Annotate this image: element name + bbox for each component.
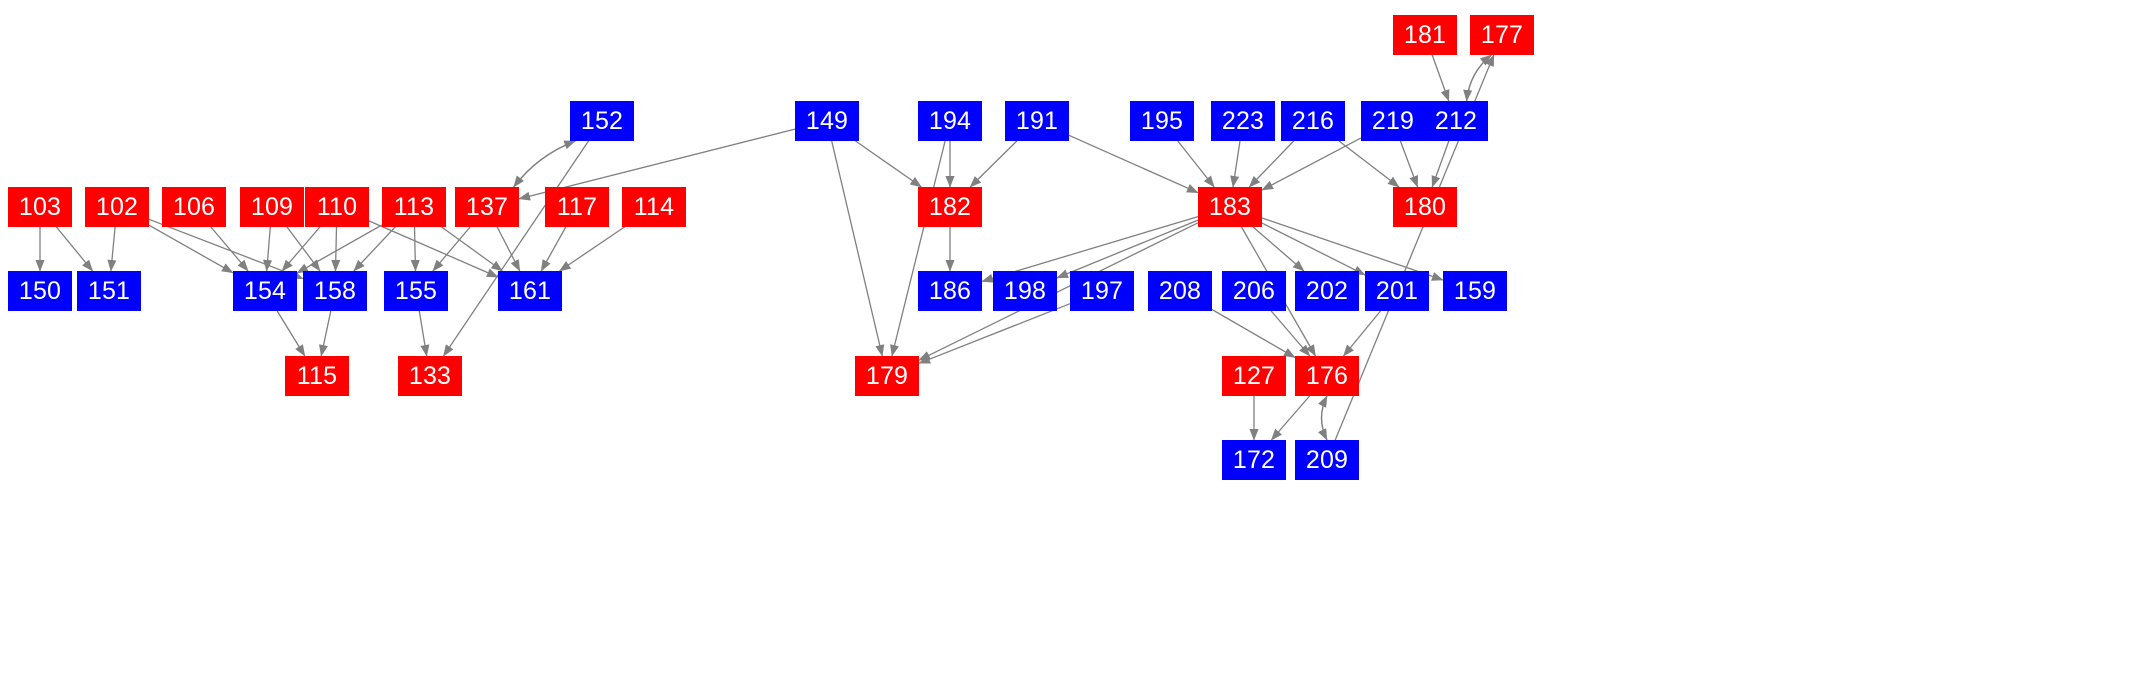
- graph-node-label: 154: [243, 276, 287, 305]
- graph-node-label: 102: [95, 192, 139, 221]
- graph-node-186[interactable]: 186: [918, 271, 982, 311]
- graph-node-label: 177: [1480, 20, 1524, 49]
- graph-node-176[interactable]: 176: [1295, 356, 1359, 396]
- graph-node-110[interactable]: 110: [305, 187, 369, 227]
- graph-node-219[interactable]: 219: [1361, 101, 1425, 141]
- graph-node-label: 150: [18, 276, 62, 305]
- graph-node-label: 110: [316, 192, 358, 221]
- graph-node-label: 179: [865, 361, 909, 390]
- graph-node-133[interactable]: 133: [398, 356, 462, 396]
- graph-node-149[interactable]: 149: [795, 101, 859, 141]
- graph-node-179[interactable]: 179: [855, 356, 919, 396]
- graph-node-191[interactable]: 191: [1005, 101, 1069, 141]
- graph-node-195[interactable]: 195: [1130, 101, 1194, 141]
- graph-node-183[interactable]: 183: [1198, 187, 1262, 227]
- graph-node-label: 206: [1232, 276, 1276, 305]
- graph-node-label: 172: [1232, 445, 1276, 474]
- graph-node-106[interactable]: 106: [162, 187, 226, 227]
- graph-node-label: 151: [87, 276, 131, 305]
- graph-node-159[interactable]: 159: [1443, 271, 1507, 311]
- graph-node-label: 115: [296, 361, 338, 390]
- graph-node-label: 195: [1140, 106, 1184, 135]
- graph-node-223[interactable]: 223: [1211, 101, 1275, 141]
- graph-node-label: 194: [928, 106, 972, 135]
- graph-node-label: 198: [1003, 276, 1047, 305]
- graph-node-label: 117: [556, 192, 598, 221]
- graph-node-label: 155: [394, 276, 438, 305]
- graph-node-137[interactable]: 137: [455, 187, 519, 227]
- graph-node-label: 180: [1403, 192, 1447, 221]
- graph-node-177[interactable]: 177: [1470, 15, 1534, 55]
- graph-node-117[interactable]: 117: [545, 187, 609, 227]
- graph-node-label: 197: [1080, 276, 1124, 305]
- graph-node-label: 161: [508, 276, 552, 305]
- graph-node-212[interactable]: 212: [1424, 101, 1488, 141]
- graph-node-label: 181: [1403, 20, 1447, 49]
- graph-node-label: 201: [1375, 276, 1419, 305]
- graph-node-180[interactable]: 180: [1393, 187, 1457, 227]
- graph-node-label: 114: [633, 192, 675, 221]
- graph-node-label: 183: [1208, 192, 1252, 221]
- graph-node-label: 109: [250, 192, 294, 221]
- graph-node-161[interactable]: 161: [498, 271, 562, 311]
- graph-node-198[interactable]: 198: [993, 271, 1057, 311]
- graph-node-label: 113: [393, 192, 435, 221]
- graph-node-194[interactable]: 194: [918, 101, 982, 141]
- graph-node-102[interactable]: 102: [85, 187, 149, 227]
- graph-node-label: 152: [580, 106, 624, 135]
- graph-node-216[interactable]: 216: [1281, 101, 1345, 141]
- graph-node-label: 106: [172, 192, 216, 221]
- graph-node-202[interactable]: 202: [1295, 271, 1359, 311]
- graph-node-109[interactable]: 109: [240, 187, 304, 227]
- graph-node-154[interactable]: 154: [233, 271, 297, 311]
- graph-node-115[interactable]: 115: [285, 356, 349, 396]
- graph-node-label: 182: [928, 192, 972, 221]
- graph-node-152[interactable]: 152: [570, 101, 634, 141]
- graph-node-label: 133: [408, 361, 452, 390]
- graph-node-197[interactable]: 197: [1070, 271, 1134, 311]
- graph-node-label: 149: [805, 106, 849, 135]
- graph-node-127[interactable]: 127: [1222, 356, 1286, 396]
- graph-node-label: 219: [1371, 106, 1415, 135]
- graph-node-208[interactable]: 208: [1148, 271, 1212, 311]
- graph-node-label: 137: [465, 192, 509, 221]
- graph-node-label: 208: [1158, 276, 1202, 305]
- graph-node-209[interactable]: 209: [1295, 440, 1359, 480]
- graph-node-label: 127: [1232, 361, 1276, 390]
- graph-node-label: 186: [928, 276, 972, 305]
- graph-node-label: 212: [1434, 106, 1478, 135]
- graph-node-label: 223: [1221, 106, 1265, 135]
- graph-node-201[interactable]: 201: [1365, 271, 1429, 311]
- graph-node-114[interactable]: 114: [622, 187, 686, 227]
- graph-node-103[interactable]: 103: [8, 187, 72, 227]
- graph-node-181[interactable]: 181: [1393, 15, 1457, 55]
- graph-node-label: 191: [1015, 106, 1059, 135]
- graph-node-label: 216: [1291, 106, 1335, 135]
- graph-node-113[interactable]: 113: [382, 187, 446, 227]
- graph-node-label: 103: [18, 192, 62, 221]
- graph-node-182[interactable]: 182: [918, 187, 982, 227]
- graph-node-label: 202: [1305, 276, 1349, 305]
- graph-node-150[interactable]: 150: [8, 271, 72, 311]
- graph-node-158[interactable]: 158: [303, 271, 367, 311]
- graph-node-label: 159: [1453, 276, 1497, 305]
- graph-node-151[interactable]: 151: [77, 271, 141, 311]
- graph-node-206[interactable]: 206: [1222, 271, 1286, 311]
- graph-node-155[interactable]: 155: [384, 271, 448, 311]
- graph-node-label: 209: [1305, 445, 1349, 474]
- graph-node-label: 158: [313, 276, 357, 305]
- graph-node-172[interactable]: 172: [1222, 440, 1286, 480]
- graph-node-label: 176: [1305, 361, 1349, 390]
